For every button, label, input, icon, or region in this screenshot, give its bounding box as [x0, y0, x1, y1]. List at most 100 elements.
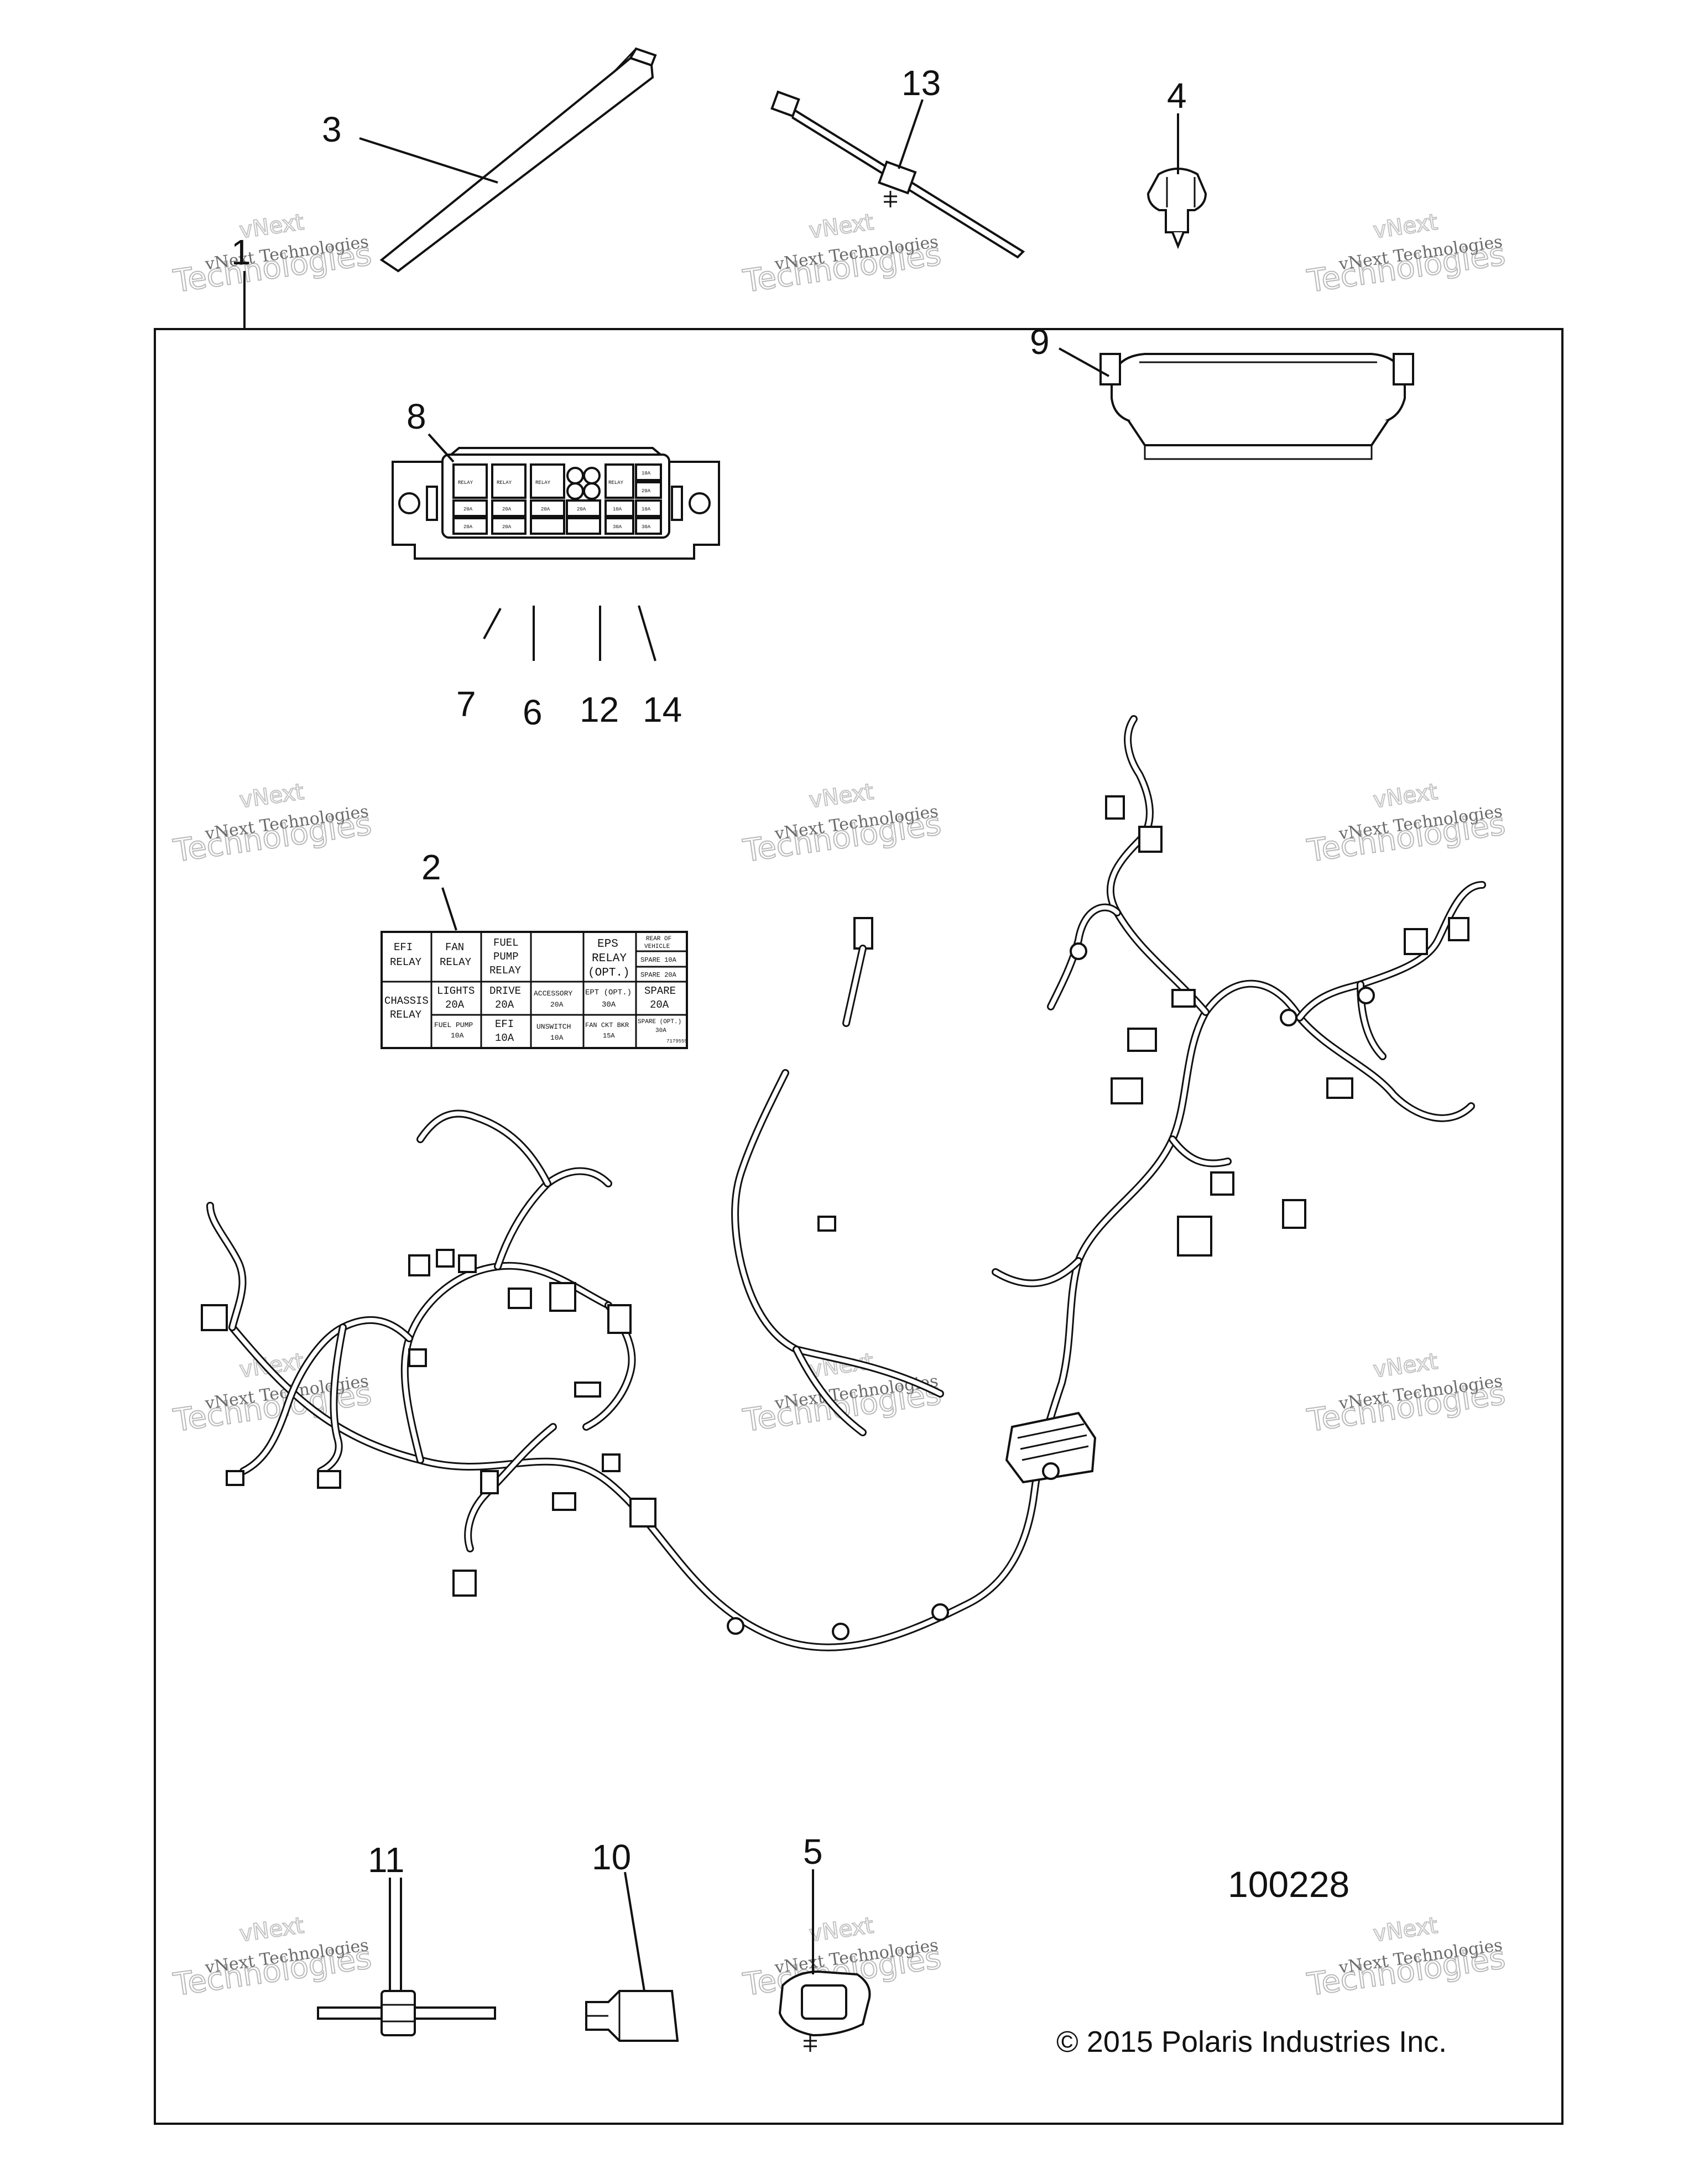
- callout-10: 10: [592, 1837, 631, 1877]
- leader-line-9: [1059, 347, 1109, 377]
- watermarks: vNext Technologies vNext Technologies vN…: [170, 209, 1508, 2004]
- svg-text:FUEL PUMP: FUEL PUMP: [434, 1021, 473, 1029]
- svg-text:EFI: EFI: [394, 941, 413, 953]
- svg-text:10A: 10A: [642, 471, 651, 476]
- leader-line-13: [898, 99, 924, 169]
- svg-text:10A: 10A: [550, 1034, 564, 1042]
- watermark: vNext Technologies vNext Technologies: [740, 1348, 944, 1440]
- svg-text:RELAY: RELAY: [608, 480, 624, 486]
- watermark: vNext Technologies vNext Technologies: [1304, 209, 1508, 300]
- svg-text:EPS: EPS: [597, 938, 618, 951]
- svg-text:vNext: vNext: [1372, 1913, 1439, 1947]
- svg-text:vNext: vNext: [238, 1913, 305, 1947]
- svg-text:20A: 20A: [502, 524, 512, 530]
- watermark: vNext Technologies vNext Technologies: [1304, 1912, 1508, 2004]
- terminal-connector-part: [585, 1990, 679, 2042]
- callout-14: 14: [643, 690, 682, 729]
- svg-text:30A: 30A: [613, 524, 622, 530]
- svg-text:FUEL: FUEL: [493, 937, 519, 949]
- tie-mount-part: [317, 1990, 496, 2036]
- svg-text:SPARE: SPARE: [644, 985, 676, 997]
- svg-text:30A: 30A: [642, 524, 651, 530]
- watermark: vNext Technologies vNext Technologies: [170, 1912, 374, 2004]
- svg-text:PUMP: PUMP: [493, 951, 519, 963]
- svg-text:20A: 20A: [463, 524, 473, 530]
- fuse-box-bottom-row: 20A 20A 20A 20A 10A 10A 20A 20A 30A 30A: [452, 499, 662, 535]
- svg-text:7179555: 7179555: [666, 1039, 687, 1044]
- callout-3: 3: [322, 110, 342, 149]
- svg-text:30A: 30A: [655, 1028, 666, 1034]
- svg-text:20A: 20A: [642, 488, 651, 494]
- svg-text:RELAY: RELAY: [390, 956, 422, 968]
- svg-text:EPT (OPT.): EPT (OPT.): [585, 988, 632, 997]
- svg-text:SPARE 20A: SPARE 20A: [640, 971, 677, 979]
- watermark: vNext Technologies vNext Technologies: [1304, 1348, 1508, 1440]
- callout-11: 11: [368, 1840, 404, 1880]
- svg-text:10A: 10A: [642, 507, 651, 512]
- leader-line-10: [624, 1872, 645, 1992]
- watermark: vNext Technologies vNext Technologies: [1304, 779, 1508, 870]
- svg-text:LIGHTS: LIGHTS: [437, 985, 475, 997]
- watermark: vNext Technologies vNext Technologies: [170, 209, 374, 300]
- callout-8: 8: [406, 397, 426, 436]
- svg-text:RELAY: RELAY: [592, 952, 627, 965]
- leader-line-14: [638, 605, 656, 661]
- fuse-label-decal: EFI RELAY FAN RELAY FUEL PUMP RELAY EPS …: [381, 931, 688, 1049]
- svg-text:20A: 20A: [577, 507, 586, 512]
- watermark: vNext Technologies vNext Technologies: [170, 779, 374, 870]
- svg-text:15A: 15A: [603, 1032, 615, 1040]
- watermark: vNext Technologies vNext Technologies: [740, 209, 944, 300]
- callout-6: 6: [523, 692, 543, 732]
- svg-text:vNext: vNext: [1372, 779, 1439, 814]
- svg-text:20A: 20A: [502, 507, 512, 512]
- svg-text:RELAY: RELAY: [535, 480, 551, 486]
- svg-text:EFI: EFI: [495, 1018, 514, 1030]
- leader-line-8: [428, 433, 455, 463]
- callout-1: 1: [231, 232, 251, 272]
- leader-line-3: [359, 137, 498, 184]
- watermark: vNext Technologies vNext Technologies: [170, 1348, 374, 1440]
- svg-text:10A: 10A: [495, 1032, 514, 1044]
- leader-line-2: [441, 887, 457, 931]
- svg-text:vNext: vNext: [1372, 1349, 1439, 1383]
- callout-4: 4: [1167, 76, 1187, 116]
- svg-text:DRIVE: DRIVE: [489, 985, 521, 997]
- watermark: vNext Technologies vNext Technologies: [740, 779, 944, 870]
- svg-text:20A: 20A: [445, 999, 465, 1011]
- svg-text:20A: 20A: [650, 999, 669, 1011]
- svg-text:vNext: vNext: [238, 779, 305, 814]
- callout-5: 5: [803, 1832, 823, 1872]
- fuse-box-cover-part: [1099, 353, 1414, 460]
- figure-number: 100228: [1228, 1864, 1349, 1905]
- svg-text:20A: 20A: [463, 507, 473, 512]
- svg-text:30A: 30A: [602, 1000, 616, 1009]
- cable-tie-part: [379, 47, 657, 273]
- svg-text:RELAY: RELAY: [440, 956, 472, 968]
- fuse-box-part: RELAY RELAY RELAY RELAY 10A 20A 20A 20A …: [392, 447, 720, 560]
- svg-text:RELAY: RELAY: [390, 1009, 422, 1021]
- svg-text:REAR OF: REAR OF: [646, 936, 671, 942]
- svg-text:SPARE 10A: SPARE 10A: [640, 956, 677, 964]
- fuse-box-top-row: RELAY RELAY RELAY RELAY 10A 20A: [452, 463, 662, 500]
- callout-9: 9: [1030, 322, 1050, 362]
- svg-text:UNSWITCH: UNSWITCH: [536, 1023, 571, 1031]
- callout-13: 13: [901, 63, 941, 103]
- svg-text:RELAY: RELAY: [458, 480, 473, 486]
- svg-text:FAN: FAN: [445, 941, 464, 953]
- callout-7: 7: [456, 684, 476, 724]
- svg-text:CHASSIS: CHASSIS: [384, 995, 429, 1007]
- svg-text:RELAY: RELAY: [497, 480, 512, 486]
- svg-text:ACCESSORY: ACCESSORY: [534, 989, 572, 998]
- svg-text:(OPT.): (OPT.): [588, 967, 630, 979]
- svg-text:vNext: vNext: [807, 1913, 875, 1947]
- main-wire-harness: [201, 715, 1486, 1651]
- svg-text:VEHICLE: VEHICLE: [644, 944, 670, 950]
- svg-text:vNext: vNext: [807, 779, 875, 814]
- svg-text:20A: 20A: [495, 999, 514, 1011]
- svg-text:vNext: vNext: [807, 210, 875, 244]
- svg-text:vNext: vNext: [1372, 210, 1439, 244]
- tie-clip-part: [770, 90, 1025, 259]
- clip-connector-part: [778, 1970, 871, 2052]
- assembly-frame: [154, 328, 1564, 2125]
